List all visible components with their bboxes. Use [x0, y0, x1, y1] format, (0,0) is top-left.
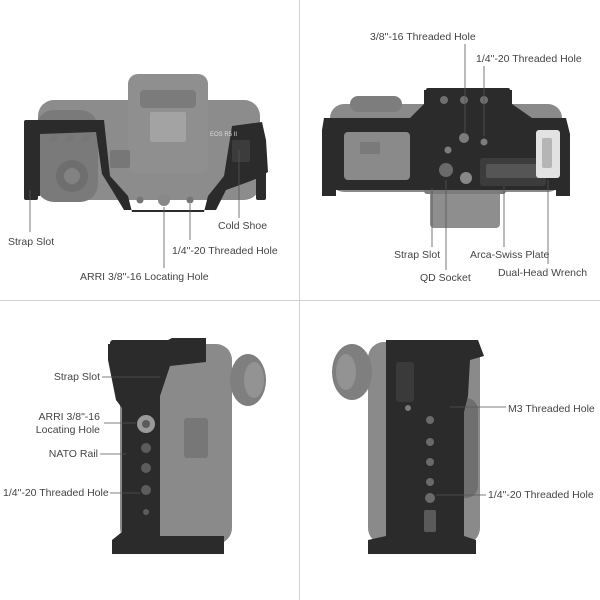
top-rail [426, 88, 510, 106]
panel-bottom-view: 3/8"-16 Threaded Hole 1/4"-20 Threaded H… [300, 0, 600, 300]
mode-dial-center [64, 168, 80, 184]
label-qd-socket: QD Socket [420, 272, 471, 284]
cage-top-plate [26, 120, 268, 212]
camera-badge: EOS R5 II [210, 132, 238, 138]
eyecup [140, 90, 196, 108]
label-arri-hole-line2: Locating Hole [35, 424, 100, 436]
horizontal-divider [0, 300, 600, 301]
cage-side-plate [108, 338, 224, 554]
label-strap-slot: Strap Slot [394, 249, 441, 261]
label-arca-plate: Arca-Swiss Plate [470, 249, 550, 261]
label-quarter-hole: 1/4"-20 Threaded Hole [172, 245, 278, 257]
label-cold-shoe: Cold Shoe [218, 220, 268, 232]
panel-right-side-view: M3 Threaded Hole 1/4"-20 Threaded Hole [300, 300, 600, 600]
lens-mount [430, 190, 500, 228]
cage-right-latch [256, 168, 266, 200]
label-strap-slot: Strap Slot [53, 371, 100, 383]
label-quarter-hole: 1/4"-20 Threaded Hole [3, 487, 109, 499]
grip [350, 96, 402, 112]
side-door [184, 418, 208, 458]
label-three-eighths-hole: 3/8"-16 Threaded Hole [370, 31, 476, 43]
bottom-view-illustration [322, 44, 570, 270]
cage-left-side [24, 120, 38, 200]
panel-top-view: EOS R5 II Strap Slot Cold Shoe 1/4"-20 T… [0, 0, 300, 300]
battery-window [344, 132, 410, 180]
label-quarter-hole: 1/4"-20 Threaded Hole [488, 489, 594, 501]
label-dual-wrench: Dual-Head Wrench [498, 267, 588, 279]
top-handle [110, 340, 184, 356]
label-m3-hole: M3 Threaded Hole [508, 403, 595, 415]
left-side-illustration [100, 338, 266, 554]
hot-shoe [150, 112, 186, 142]
label-arri-hole-line1: ARRI 3/8"-16 [38, 411, 100, 423]
label-arri-hole: ARRI 3/8"-16 Locating Hole [80, 271, 209, 283]
lcd-top [110, 150, 130, 168]
panel-left-side-view: Strap Slot ARRI 3/8"-16 Locating Hole NA… [0, 300, 300, 600]
label-strap-slot: Strap Slot [8, 236, 55, 248]
right-side-illustration [332, 340, 506, 554]
top-view-illustration [24, 74, 268, 268]
cold-shoe-mount [232, 140, 250, 162]
label-quarter-hole: 1/4"-20 Threaded Hole [476, 53, 582, 65]
label-nato-rail: NATO Rail [48, 448, 98, 460]
